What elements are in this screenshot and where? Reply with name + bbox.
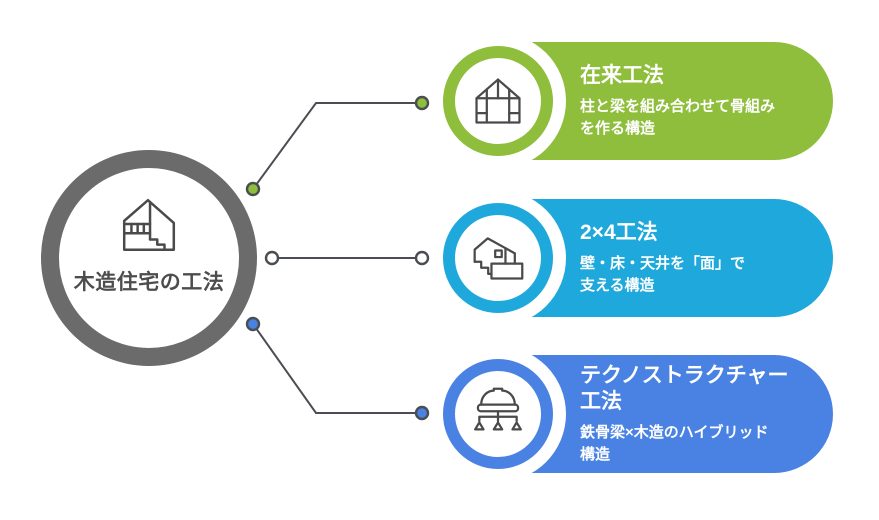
card-technostructure-method: テクノストラクチャー 工法 鉄骨梁×木造のハイブリッド 構造 bbox=[430, 346, 833, 482]
hub-label: 木造住宅の工法 bbox=[73, 271, 225, 294]
connector-dot bbox=[414, 250, 430, 266]
card-text-block: テクノストラクチャー 工法 鉄骨梁×木造のハイブリッド 構造 bbox=[580, 346, 820, 482]
card-conventional-method: 在来工法 柱と梁を組み合わせて骨組み を作る構造 bbox=[430, 33, 833, 169]
card-description: 壁・床・天井を「面」で 支える構造 bbox=[580, 254, 746, 294]
panel-construction-house-icon bbox=[473, 237, 524, 280]
connector-dot bbox=[414, 95, 430, 111]
card-text-block: 在来工法 柱と梁を組み合わせて骨組み を作る構造 bbox=[580, 33, 820, 169]
card-badge bbox=[443, 46, 553, 156]
card-badge bbox=[443, 203, 553, 313]
card-description: 柱と梁を組み合わせて骨組み を作る構造 bbox=[580, 97, 776, 137]
card-badge bbox=[443, 359, 553, 469]
connector-dot bbox=[245, 181, 261, 197]
connector-dot bbox=[264, 250, 280, 266]
card-2x4-method: 2×4工法 壁・床・天井を「面」で 支える構造 bbox=[430, 190, 833, 326]
connector-dot bbox=[414, 405, 430, 421]
card-title: 2×4工法 bbox=[580, 220, 658, 244]
card-description: 鉄骨梁×木造のハイブリッド 構造 bbox=[580, 423, 769, 463]
card-text-block: 2×4工法 壁・床・天井を「面」で 支える構造 bbox=[580, 190, 820, 326]
house-cross-section-icon bbox=[122, 198, 176, 252]
card-title: テクノストラクチャー 工法 bbox=[580, 363, 789, 413]
connector-line-top bbox=[252, 102, 422, 190]
timber-frame-house-icon bbox=[475, 78, 521, 124]
connector-line-bottom bbox=[252, 323, 422, 414]
connector-dot bbox=[245, 316, 261, 332]
card-title: 在来工法 bbox=[580, 63, 664, 87]
hub-circle bbox=[41, 150, 257, 366]
helmet-hierarchy-icon bbox=[474, 387, 522, 431]
